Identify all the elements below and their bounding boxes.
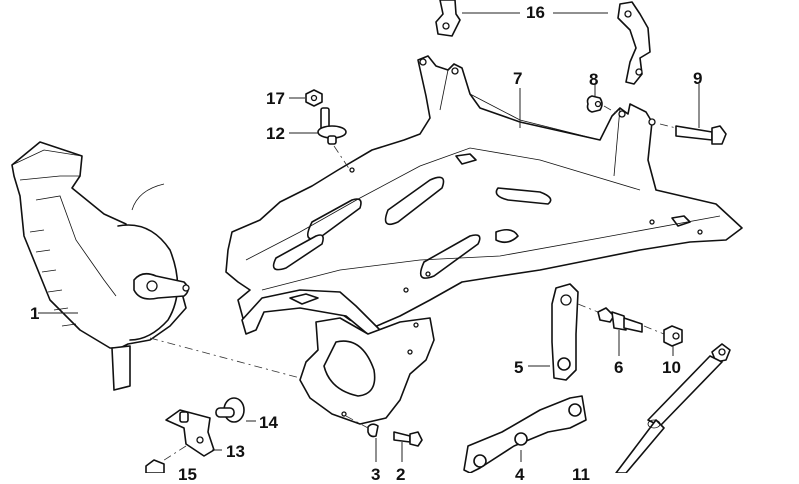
callout-7: 7 [513, 69, 523, 88]
callout-12: 12 [266, 124, 285, 143]
retaining-strap-right-icon [617, 1, 651, 85]
callout-9: 9 [693, 69, 703, 88]
rubber-buffer-14-icon [215, 397, 245, 423]
hex-bolt-9-icon [675, 125, 727, 145]
callout-1: 1 [30, 304, 40, 323]
callout-14: 14 [259, 413, 278, 432]
parts-diagram: 1 2 3 4 5 6 7 8 9 10 11 12 13 14 15 16 1… [11, 0, 743, 483]
diagram-drawing [11, 0, 743, 474]
gas-strut-11-icon [615, 343, 731, 474]
callout-2: 2 [396, 465, 406, 484]
nut-15-icon [145, 459, 165, 474]
callout-3: 3 [371, 465, 381, 484]
nut-17-icon [305, 89, 323, 107]
callout-10: 10 [662, 358, 681, 377]
washer-3-icon [367, 423, 379, 438]
callout-13: 13 [226, 442, 245, 461]
lock-nut-10-icon [663, 325, 683, 347]
retaining-strap-left-icon [435, 0, 461, 37]
link-plate-4-icon [463, 395, 587, 474]
callout-17: 17 [266, 89, 285, 108]
callout-8: 8 [589, 70, 599, 89]
clip-bracket-13-icon [165, 409, 215, 457]
callout-11: 11 [572, 465, 590, 484]
front-bracket-icon [241, 289, 435, 425]
lever-link-5-icon [551, 283, 579, 381]
callout-5: 5 [514, 358, 524, 377]
callout-16: 16 [526, 3, 545, 22]
stud-bolt-6-icon [597, 307, 643, 333]
seat-adjust-motor-icon [11, 141, 190, 391]
bolt-2-icon [393, 431, 423, 447]
callout-15: 15 [178, 465, 197, 484]
callout-4: 4 [515, 465, 525, 484]
nut-8-icon [586, 95, 603, 113]
shoulder-stud-12-icon [317, 107, 347, 145]
seat-frame-icon [225, 55, 743, 329]
callout-6: 6 [614, 358, 624, 377]
